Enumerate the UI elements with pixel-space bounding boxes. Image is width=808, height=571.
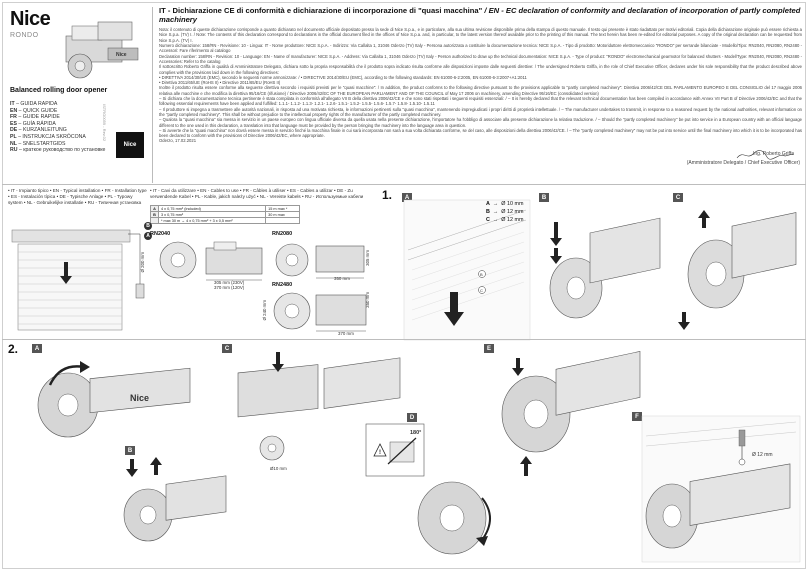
lang-item-it: IT – GUIDA RAPIDA <box>10 101 58 107</box>
model-label-rn2480: RN2480 <box>272 282 293 288</box>
table-row: B 3 x 0,75 mm² 30 m max <box>150 211 300 218</box>
drill-size-step2f: Ø 12 mm <box>752 452 773 458</box>
ce-declaration: IT - Dichiarazione CE di conformità e di… <box>152 6 802 183</box>
lang-item-en: EN – QUICK GUIDE <box>10 107 58 114</box>
drill-size-c: C→Ø 12 mm <box>486 217 524 223</box>
rn2040-drawing <box>159 241 263 281</box>
step-2-number: 2. <box>8 342 19 356</box>
step2e-illustration <box>501 351 641 476</box>
panel-1c-label: C <box>673 193 683 202</box>
drill-sizes: A→Ø 10 mm B→Ø 12 mm C→Ø 12 mm <box>486 200 523 224</box>
declaration-paragraph: – Qualora la "quasi macchina" sia messa … <box>159 117 802 128</box>
section-divider <box>2 339 806 340</box>
declaration-paragraph: Inoltre il prodotto risulta essere confo… <box>159 85 802 96</box>
panel-1b-label: B <box>539 193 549 202</box>
dim-d200: Ø 200 mm <box>140 252 145 273</box>
signature-graphic <box>736 150 794 160</box>
model-name: RONDO <box>10 32 39 39</box>
panel-2a-label: A <box>32 344 42 353</box>
declaration-date: Oderzo, 17.02.2021 <box>159 138 197 144</box>
step2d-illustration <box>417 481 491 555</box>
dim-305-height: 305 mm <box>365 250 370 266</box>
callout-a: A <box>144 232 152 240</box>
model-label-rn2040: RN2040 <box>150 231 171 237</box>
language-list: IT – GUIDA RAPIDA EN – QUICK GUIDE FR – … <box>10 101 105 154</box>
nice-logo: Nice <box>10 8 51 30</box>
panel-2c-label: C <box>222 344 232 353</box>
panel-2f-label: F <box>632 412 642 421</box>
signer-block: (Amministratore Delegato / Chief Executi… <box>687 160 800 167</box>
signer-name-block: Ing. Roberto Griffa <box>753 151 794 158</box>
signer-name: Ing. Roberto Griffa <box>752 151 794 157</box>
step2f-illustration <box>641 415 801 563</box>
product-subtitle: Balanced rolling door opener <box>10 87 108 94</box>
dim-370-rn2480: 370 mm <box>338 331 354 336</box>
declaration-paragraph: Numero dichiarazione: 158/RN - Revisione… <box>159 43 802 54</box>
rn2080-drawing <box>275 243 365 279</box>
dim-240: Ø 240 mm <box>262 300 267 321</box>
signer-role: (Amministratore Delegato / Chief Executi… <box>686 160 800 166</box>
dim-350-height: 350 mm <box>365 292 370 308</box>
rn2480-drawing <box>273 292 367 332</box>
svg-text:!: ! <box>379 450 381 456</box>
lang-item-es: ES – GUÍA RÁPIDA <box>10 120 56 127</box>
section-divider <box>2 184 806 185</box>
lang-item-de: DE – KURZANLEITUNG <box>10 127 67 134</box>
callout-b: B <box>144 222 152 230</box>
rolling-shutter-illustration <box>11 229 145 331</box>
svg-text:B: B <box>480 272 483 277</box>
step1a-illustration: B C <box>403 199 531 341</box>
lang-item-nl: NL – SNELSTARTGIDS <box>10 140 66 147</box>
lang-item-pl: PL – INSTRUKCJA SKRÓCONA <box>10 133 86 140</box>
declaration-title: IT - Dichiarazione CE di conformità e di… <box>159 6 801 24</box>
step2d-warning: ! <box>365 423 425 477</box>
declaration-paragraph: – Si avverte che la "quasi macchina" non… <box>159 127 802 139</box>
gearmotor-hero-illustration: Nice <box>65 21 139 79</box>
cable-table: A 4 x 0,75 mm² (included) 15 m max * B 3… <box>150 205 300 224</box>
declaration-paragraph: Declaration number: 158/RN - Revision: 1… <box>159 53 802 64</box>
brand-block: Nice RONDO <box>10 8 138 184</box>
declaration-paragraph: Il sottoscritto Roberto Griffa in qualit… <box>159 64 802 75</box>
lang-item-fr: FR – GUIDE RAPIDE <box>10 114 60 121</box>
dim-370-120v: 370 mm (120V) <box>214 285 245 290</box>
cables-caption: • IT - Cavi da utilizzare • EN - Cables … <box>150 188 364 199</box>
drill-size-step2c: Ø10 mm <box>270 466 287 471</box>
document-code: ISTRG0059 - Rev.02 <box>102 104 107 142</box>
step1b-illustration <box>549 217 661 319</box>
step1c-illustration <box>678 210 797 330</box>
declaration-body: Nota: il contenuto di queste dichiarazio… <box>159 27 802 144</box>
dim-305-230v: 305 mm (230V) <box>214 280 245 285</box>
svg-text:C: C <box>480 288 483 293</box>
table-row: * max 30 m → 4 x 0,75 mm² + 3 x 0,5 mm² <box>150 217 300 224</box>
panel-2d-label: D <box>407 413 417 422</box>
declaration-paragraph: – Si dichiara che la documentazione tecn… <box>159 96 802 107</box>
declaration-paragraph: • Direttiva 2011/65/UE (RoHS II) • Direc… <box>159 80 281 86</box>
dim-350-rn2080: 350 mm <box>334 276 350 281</box>
angle-180: 180° <box>410 430 422 436</box>
step-1-number: 1. <box>382 188 393 202</box>
step2c-illustration <box>237 352 401 461</box>
typical-installation-caption: • IT - Impianto tipico • EN - Typical in… <box>8 188 147 205</box>
panel-2e-label: E <box>484 344 494 353</box>
svg-text:Nice: Nice <box>130 393 149 403</box>
panel-2b-label: B <box>125 446 135 455</box>
panel-1a-label: A <box>402 193 412 202</box>
declaration-paragraph: Nota: il contenuto di queste dichiarazio… <box>159 27 802 43</box>
model-label-rn2080: RN2080 <box>272 231 293 237</box>
drill-size-a: A→Ø 10 mm <box>486 201 524 207</box>
step2a-illustration: Nice <box>37 361 191 438</box>
drill-size-b: B→Ø 12 mm <box>486 209 524 215</box>
declaration-paragraph: • DIRETTIVA 2014/30/UE (EMC), secondo le… <box>159 74 527 80</box>
step2b-illustration <box>123 457 227 542</box>
nice-badge: Nice <box>116 132 144 158</box>
lang-item-ru: RU – краткое руководство по установке <box>10 147 106 154</box>
svg-text:Nice: Nice <box>116 52 127 58</box>
declaration-paragraph: – Il produttore si impegna a trasmettere… <box>159 106 802 117</box>
